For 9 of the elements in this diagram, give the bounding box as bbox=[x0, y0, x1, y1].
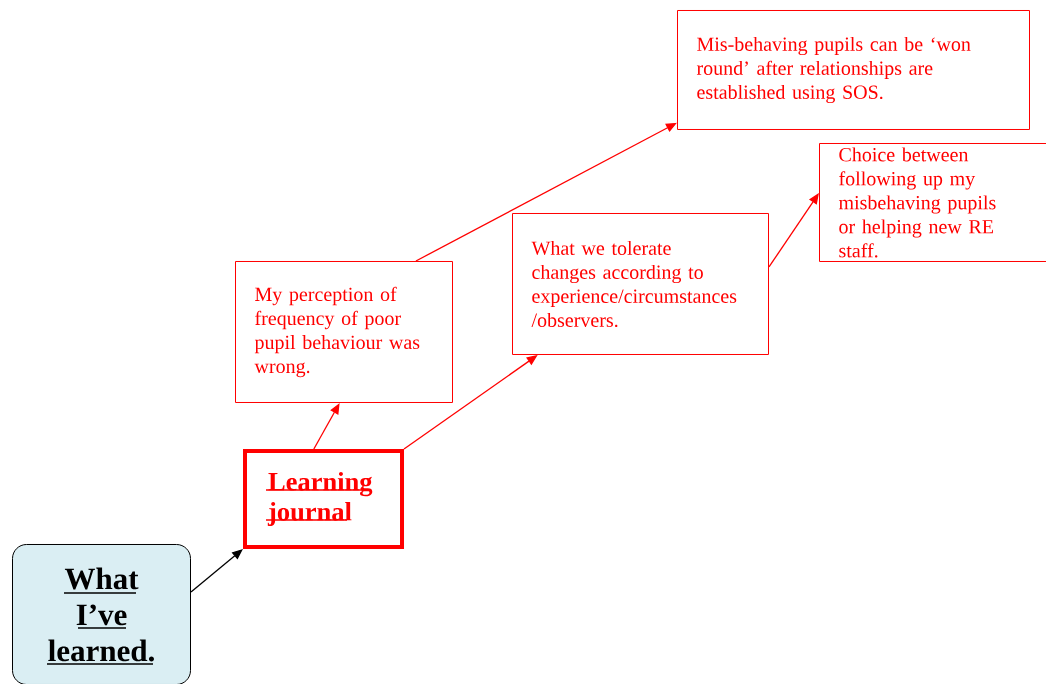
arrow bbox=[415, 122, 677, 262]
note-box: What we tolerate changes according to experience/circumstances /observers. bbox=[512, 213, 769, 355]
rounded-box: What I’ve learned. bbox=[12, 544, 191, 684]
note-box: Mis-behaving pupils can be ‘won round’ after relationships are established using SOS. bbox=[677, 10, 1030, 130]
arrow bbox=[768, 193, 819, 268]
arrow bbox=[313, 403, 340, 450]
note-box: Choice between following up my misbehaving pupils or helping new RE staff. bbox=[819, 143, 1046, 262]
note-box: My perception of frequency of poor pupil behaviour was wrong. bbox=[235, 261, 453, 403]
arrow bbox=[190, 549, 243, 593]
